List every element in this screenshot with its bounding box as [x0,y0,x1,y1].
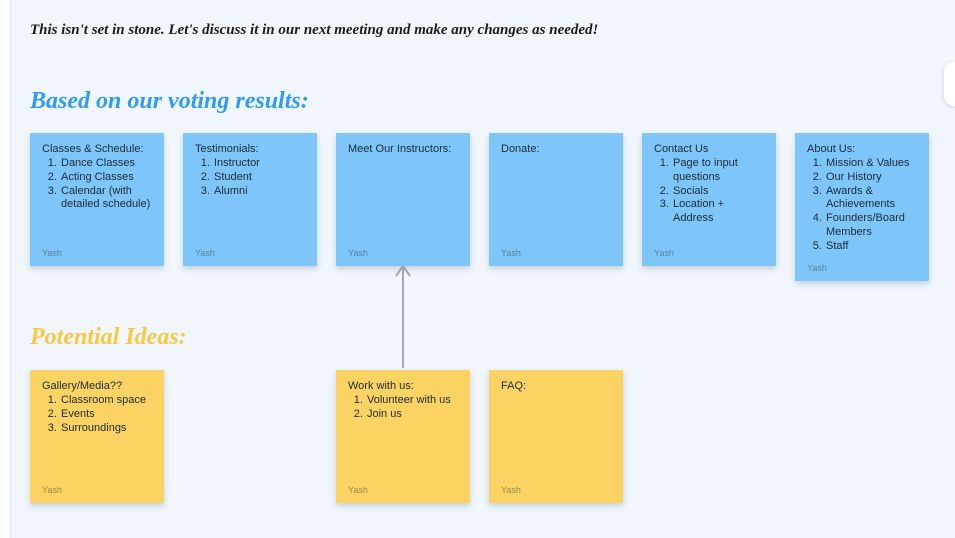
sticky-author: Yash [501,247,521,258]
list-item: Mission & Values [825,157,919,171]
sticky-author: Yash [195,247,215,258]
sticky-list: Instructor Student Alumni [195,157,307,199]
sticky-note-classes-schedule[interactable]: Classes & Schedule: Dance Classes Acting… [30,133,164,266]
list-item: Acting Classes [60,171,154,185]
sticky-title: Contact Us [654,143,709,155]
sticky-list: Page to input questions Socials Location… [654,157,766,226]
sticky-note-testimonials[interactable]: Testimonials: Instructor Student Alumni … [183,133,317,266]
list-item: Our History [825,171,919,185]
sticky-title: About Us: [807,143,856,155]
sticky-title: Work with us: [348,380,414,392]
list-item: Join us [366,408,460,422]
list-item: Calendar (with detailed schedule) [60,185,154,213]
list-item: Surroundings [60,422,154,436]
sticky-title: FAQ: [501,380,527,392]
potential-ideas-heading[interactable]: Potential Ideas: [30,324,187,350]
sticky-note-work-with-us[interactable]: Work with us: Volunteer with us Join us … [336,370,470,503]
sticky-title: Testimonials: [195,143,259,155]
list-item: Student [213,171,307,185]
sticky-list: Classroom space Events Surroundings [42,394,154,436]
sticky-author: Yash [807,262,827,273]
list-item: Socials [672,185,766,199]
sticky-author: Yash [501,484,521,495]
sticky-list: Volunteer with us Join us [348,394,460,422]
list-item: Location + Address [672,198,766,226]
sticky-author: Yash [42,484,62,495]
list-item: Instructor [213,157,307,171]
sticky-note-contact-us[interactable]: Contact Us Page to input questions Socia… [642,133,776,266]
sticky-author: Yash [348,484,368,495]
list-item: Awards & Achievements [825,185,919,213]
list-item: Staff [825,240,919,254]
list-item: Founders/Board Members [825,212,919,240]
list-item: Classroom space [60,394,154,408]
sticky-list: Mission & Values Our History Awards & Ac… [807,157,919,254]
sticky-author: Yash [348,247,368,258]
sticky-note-gallery-media[interactable]: Gallery/Media?? Classroom space Events S… [30,370,164,503]
sticky-note-donate[interactable]: Donate: Yash [489,133,623,266]
list-item: Volunteer with us [366,394,460,408]
voting-results-heading[interactable]: Based on our voting results: [30,88,309,114]
list-item: Page to input questions [672,157,766,185]
sticky-title: Meet Our Instructors: [348,143,452,155]
sticky-title: Classes & Schedule: [42,143,144,155]
list-item: Events [60,408,154,422]
sticky-title: Gallery/Media?? [42,380,123,392]
list-item: Dance Classes [60,157,154,171]
sticky-title: Donate: [501,143,540,155]
sticky-author: Yash [42,247,62,258]
left-canvas-edge [0,0,11,538]
canvas-note-text[interactable]: This isn't set in stone. Let's discuss i… [30,22,599,38]
sticky-list: Dance Classes Acting Classes Calendar (w… [42,157,154,212]
sticky-note-faq[interactable]: FAQ: Yash [489,370,623,503]
connector-arrow-up-icon[interactable] [393,262,413,370]
sticky-author: Yash [654,247,674,258]
list-item: Alumni [213,185,307,199]
sticky-note-about-us[interactable]: About Us: Mission & Values Our History A… [795,133,929,281]
collapsed-panel-handle[interactable] [944,62,955,106]
sticky-note-meet-instructors[interactable]: Meet Our Instructors: Yash [336,133,470,266]
